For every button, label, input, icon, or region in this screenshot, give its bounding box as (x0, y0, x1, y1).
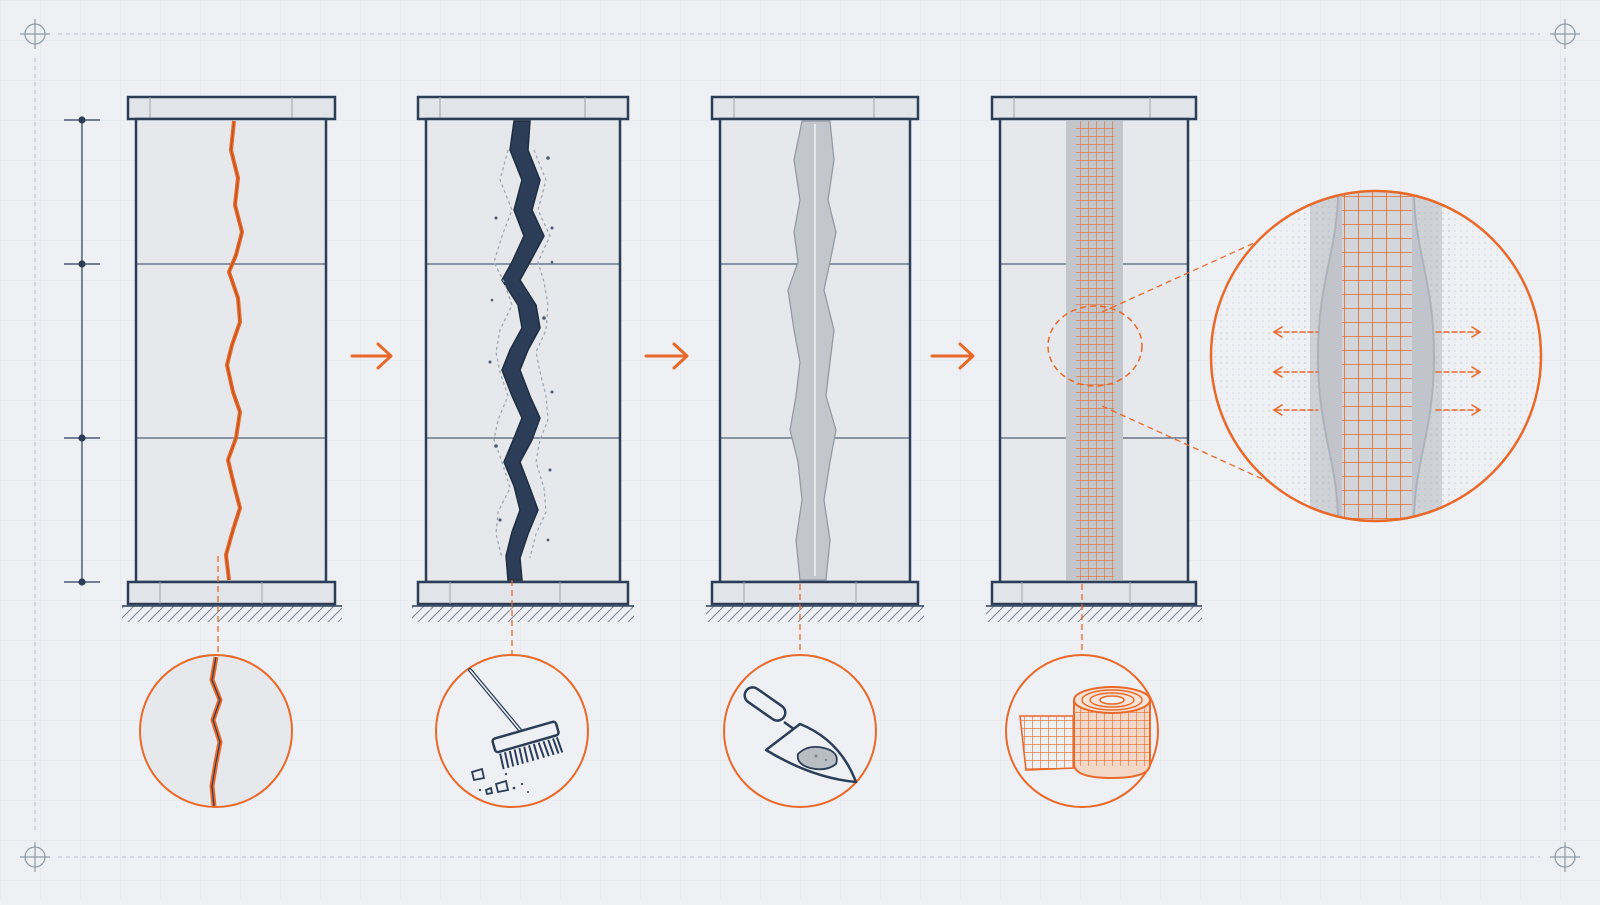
arrow-right-icon (930, 342, 975, 370)
crosshair-icon (1550, 842, 1580, 872)
frame-guides (34, 33, 1566, 858)
tension-arrows (1272, 326, 1482, 416)
crosshair-icon (20, 842, 50, 872)
filler-compound (787, 120, 837, 581)
arrow-right-icon (644, 342, 689, 370)
cleaned-crack (501, 120, 545, 581)
detail-leaders (217, 556, 1083, 654)
debris-specks (488, 156, 554, 542)
mesh-tape (1076, 121, 1114, 580)
wall-panel-crack (122, 95, 342, 622)
crack-detail-icon (139, 654, 293, 808)
trowel-icon (723, 654, 877, 808)
zoom-source-marker (1047, 305, 1143, 387)
arrow-right-icon (350, 342, 393, 370)
mesh-roll-icon (1005, 654, 1159, 808)
crosshair-icon (20, 19, 50, 49)
dimension-line (64, 116, 100, 586)
brush-icon (435, 654, 589, 808)
crosshair-icon (1550, 19, 1580, 49)
mesh-zoom-icon (1209, 189, 1543, 523)
